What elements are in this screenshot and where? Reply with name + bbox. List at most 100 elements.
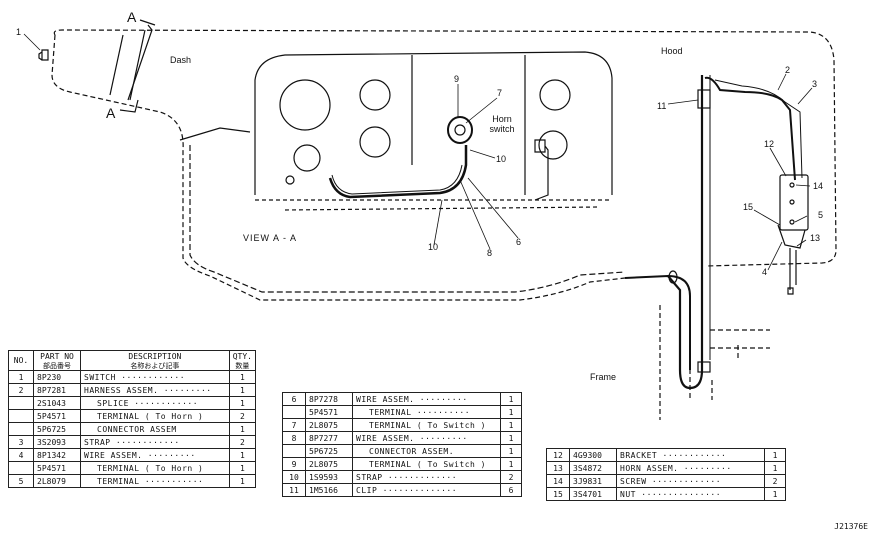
table-cell: 2L8079 xyxy=(33,474,81,488)
connector-1 xyxy=(38,49,49,61)
table-cell: 1 xyxy=(500,418,522,432)
table-cell: 8P1342 xyxy=(33,448,81,462)
dash-connector xyxy=(534,139,549,201)
table-cell: 9 xyxy=(282,457,306,471)
dash-label: Dash xyxy=(170,55,192,65)
table-cell: 1 xyxy=(764,448,786,462)
table-cell: 1 xyxy=(764,461,786,475)
table-cell: TERMINAL ··········· xyxy=(80,474,230,488)
view-label: VIEW A - A xyxy=(243,233,298,243)
callout-11: 11 xyxy=(657,101,667,111)
table-cell: 12 xyxy=(546,448,570,462)
table-cell: 5P4571 xyxy=(33,461,81,475)
table-cell: 10 xyxy=(282,470,306,484)
table-cell: CLIP ·············· xyxy=(352,483,501,497)
table-cell xyxy=(8,396,34,410)
table-cell: 5P6725 xyxy=(305,444,353,458)
table-cell: 14 xyxy=(546,474,570,488)
table-cell: WIRE ASSEM. ········· xyxy=(80,448,230,462)
horn-13 xyxy=(777,224,806,249)
gauge-mid xyxy=(359,126,391,158)
table-cell: 1 xyxy=(764,487,786,501)
table-cell: 1 xyxy=(228,396,257,410)
callout-13: 13 xyxy=(810,233,821,243)
table-cell: 3J9831 xyxy=(569,474,617,488)
table-cell: 2L8075 xyxy=(305,457,353,471)
bracket-12 xyxy=(779,174,809,231)
table-cell: 1 xyxy=(8,370,34,384)
table-cell: 1 xyxy=(228,461,257,475)
table-cell: 2L8075 xyxy=(305,418,353,432)
table-cell: 1 xyxy=(500,444,522,458)
callout-14: 14 xyxy=(813,181,824,191)
table-cell: 7 xyxy=(282,418,306,432)
table-cell: 2S1043 xyxy=(33,396,81,410)
table-cell: STRAP ············· xyxy=(352,470,501,484)
gauge-large xyxy=(279,79,331,131)
callout-7: 7 xyxy=(497,88,503,98)
dash-bottom xyxy=(255,199,612,211)
table-cell: 1 xyxy=(228,474,257,488)
table-cell: 3S4872 xyxy=(569,461,617,475)
table-cell: SCREW ············· xyxy=(616,474,765,488)
table-cell: 1 xyxy=(228,422,257,436)
table-cell: 1M5166 xyxy=(305,483,353,497)
table-cell: 3S2093 xyxy=(33,435,81,449)
cab-outline xyxy=(51,29,837,301)
callout-10-b: 10 xyxy=(428,242,439,252)
table-cell: 4G9300 xyxy=(569,448,617,462)
drawing-code: J21376E xyxy=(834,522,868,531)
table-cell xyxy=(8,461,34,475)
hood-wire xyxy=(667,75,704,390)
table-cell: STRAP ············ xyxy=(80,435,230,449)
frame-label: Frame xyxy=(590,372,617,382)
table-cell: 2 xyxy=(8,383,34,397)
callout-8: 8 xyxy=(487,248,493,258)
table-cell: SWITCH ············ xyxy=(80,370,230,384)
table-cell: TERMINAL ( To Horn ) xyxy=(80,409,230,423)
table-cell xyxy=(282,405,306,419)
callout-6: 6 xyxy=(516,237,522,247)
gauge-small-dot xyxy=(285,175,295,185)
table-cell: HARNESS ASSEM. ········· xyxy=(80,383,230,397)
table-cell: TERMINAL ( To Horn ) xyxy=(80,461,230,475)
table-cell: HORN ASSEM. ········· xyxy=(616,461,765,475)
table-cell: CONNECTOR ASSEM. xyxy=(352,444,501,458)
table-cell: BRACKET ············ xyxy=(616,448,765,462)
horn-switch-label: Horn switch xyxy=(489,114,515,134)
callout-3: 3 xyxy=(812,79,818,89)
table-cell: TERMINAL ( To Switch ) xyxy=(352,457,501,471)
table-cell: WIRE ASSEM. ········· xyxy=(352,392,501,406)
horn-wire xyxy=(704,76,796,181)
header-no: NO. xyxy=(8,350,34,371)
frame-wire xyxy=(624,274,691,370)
table-cell: 4 xyxy=(8,448,34,462)
header-qty: QTY.数量 xyxy=(228,350,257,371)
dash-panel xyxy=(254,51,613,195)
table-cell: 2 xyxy=(500,470,522,484)
table-cell: 5 xyxy=(8,474,34,488)
table-cell: 1 xyxy=(500,457,522,471)
table-cell: WIRE ASSEM. ········· xyxy=(352,431,501,445)
table-cell: 1 xyxy=(500,431,522,445)
clip-11 xyxy=(697,89,711,109)
section-a-bottom: A xyxy=(106,105,116,121)
